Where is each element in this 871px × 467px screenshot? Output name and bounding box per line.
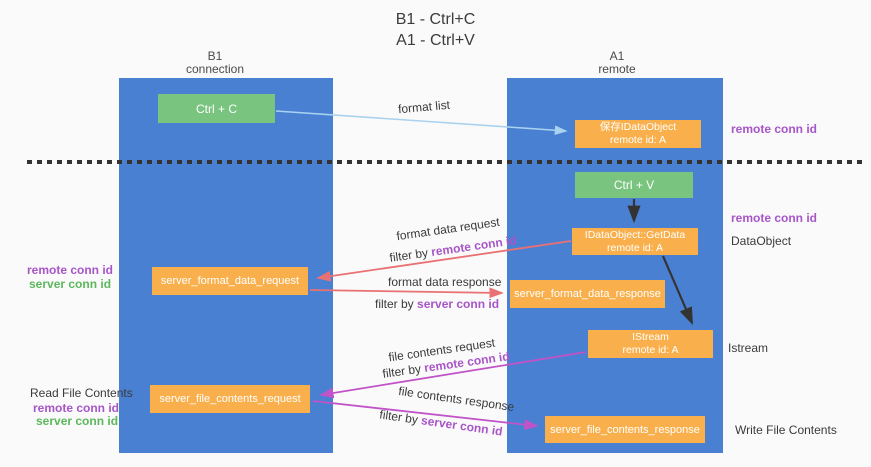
node-ctrl-v: Ctrl + V (575, 172, 693, 198)
filter-key-server-conn-id: server conn id (420, 413, 504, 439)
filter-prefix: filter by (375, 297, 418, 311)
node-istream-line2: remote id: A (622, 344, 679, 356)
annotation-left-server-conn-id: server conn id (29, 277, 112, 291)
annotation-read-file-contents: Read File Contents (30, 386, 133, 400)
node-ctrl-v-label: Ctrl + V (613, 178, 655, 192)
annotation-right-mid-remote-conn-id: remote conn id (731, 211, 818, 225)
node-ctrl-c: Ctrl + C (158, 94, 275, 123)
node-save-idataobject-line2: remote id: A (609, 134, 667, 146)
edge-filter-file-contents-response: filter by server conn id (379, 407, 504, 438)
title-line-2: A1 - Ctrl+V (396, 32, 475, 49)
lane-b1-role: connection (185, 62, 245, 76)
node-server-file-contents-response: server_file_contents_response (545, 416, 705, 443)
edge-label-file-contents-response: file contents response (397, 383, 516, 415)
lane-a1-role: remote (598, 62, 636, 76)
node-getdata-line2: remote id: A (606, 241, 664, 254)
lane-header-a1: A1 remote (562, 50, 672, 76)
annotation-left-bottom-remote-conn-id: remote conn id (33, 401, 120, 415)
node-idataobject-getdata: IDataObject::GetData remote id: A (572, 228, 698, 255)
annotation-istream: Istream (728, 341, 769, 355)
annotation-left-bottom-server-conn-id: server conn id (36, 414, 119, 428)
filter-prefix: filter by (381, 361, 426, 381)
annotation-left-remote-conn-id: remote conn id (27, 263, 114, 277)
filter-prefix: filter by (378, 407, 423, 428)
arrow-format-data-response (309, 287, 504, 299)
filter-key-server-conn-id: server conn id (417, 297, 500, 311)
lane-header-b1: B1 connection (160, 50, 270, 76)
node-server-format-data-response: server_format_data_response (510, 280, 665, 308)
node-server-file-contents-response-label: server_file_contents_response (550, 423, 700, 436)
annotation-write-file-contents: Write File Contents (735, 423, 837, 437)
filter-prefix: filter by (388, 245, 433, 265)
title-line-1: B1 - Ctrl+C (395, 11, 476, 28)
filter-key-remote-conn-id: remote conn id (430, 233, 518, 259)
edge-label-format-data-response: format data response (388, 275, 502, 289)
node-istream-line1: IStream (632, 331, 669, 343)
edge-label-format-list: format list (397, 97, 451, 117)
node-server-format-data-request-label: server_format_data_request (160, 275, 300, 287)
node-server-format-data-response-label: server_format_data_response (514, 288, 661, 300)
annotation-dataobject: DataObject (731, 234, 792, 248)
lane-a1-name: A1 (609, 49, 625, 63)
annotation-right-top-remote-conn-id: remote conn id (731, 122, 818, 136)
edge-filter-format-data-response: filter by server conn id (375, 297, 499, 311)
node-save-idataobject: 保存IDataObject remote id: A (575, 120, 701, 148)
node-getdata-line1: IDataObject::GetData (584, 228, 686, 241)
dashed-separator (27, 160, 862, 164)
node-server-file-contents-request-label: server_file_contents_request (159, 393, 301, 405)
node-istream: IStream remote id: A (588, 330, 713, 358)
node-ctrl-c-label: Ctrl + C (195, 101, 237, 116)
node-server-file-contents-request: server_file_contents_request (150, 385, 310, 413)
node-save-idataobject-line1: 保存IDataObject (599, 121, 677, 133)
node-server-format-data-request: server_format_data_request (152, 267, 308, 295)
diagram-title: B1 - Ctrl+C A1 - Ctrl+V (0, 9, 871, 51)
lane-b1-name: B1 (207, 49, 223, 63)
